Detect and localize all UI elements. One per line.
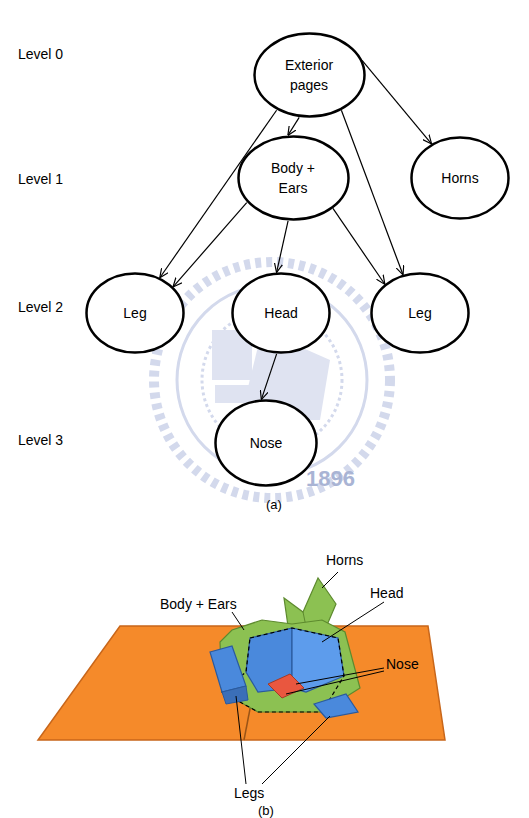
arrow-connector xyxy=(288,117,299,135)
text-label: Level 1 xyxy=(18,171,63,187)
node-text: Exterior pages xyxy=(273,55,345,96)
arrow-connector xyxy=(261,354,276,399)
text-label: 1896 xyxy=(306,466,355,492)
node-text: Nose xyxy=(250,433,283,453)
ellipse-node: Horns xyxy=(410,136,510,220)
arrow-connector xyxy=(362,60,431,143)
node-text: Body + Ears xyxy=(257,158,329,199)
ellipse-node: Leg xyxy=(85,272,185,354)
ellipse-node: Body + Ears xyxy=(237,135,350,221)
node-text: Horns xyxy=(441,168,478,188)
ellipse-node: Leg xyxy=(370,272,470,354)
text-label: Level 2 xyxy=(18,299,63,315)
ellipse-node: Nose xyxy=(214,399,318,487)
text-label: Head xyxy=(370,585,403,601)
node-text: Head xyxy=(264,303,297,323)
text-label: Level 3 xyxy=(18,432,63,448)
text-label: Nose xyxy=(386,656,419,672)
text-label: (b) xyxy=(258,803,274,818)
ellipse-node: Exterior pages xyxy=(253,32,366,118)
text-label: (a) xyxy=(266,497,282,512)
arrow-connector xyxy=(173,203,246,287)
text-label: Level 0 xyxy=(18,46,63,62)
ellipse-outline xyxy=(237,135,350,221)
arrow-connector xyxy=(341,110,402,274)
ellipse-outline xyxy=(253,32,366,118)
text-label: Body + Ears xyxy=(160,596,237,612)
node-text: Leg xyxy=(123,303,146,323)
arrow-connector xyxy=(333,208,385,284)
text-label: Legs xyxy=(234,785,264,801)
text-label: Horns xyxy=(326,552,363,568)
ellipse-node: Head xyxy=(231,272,331,354)
node-text: Leg xyxy=(408,303,431,323)
arrow-connector xyxy=(277,221,288,272)
